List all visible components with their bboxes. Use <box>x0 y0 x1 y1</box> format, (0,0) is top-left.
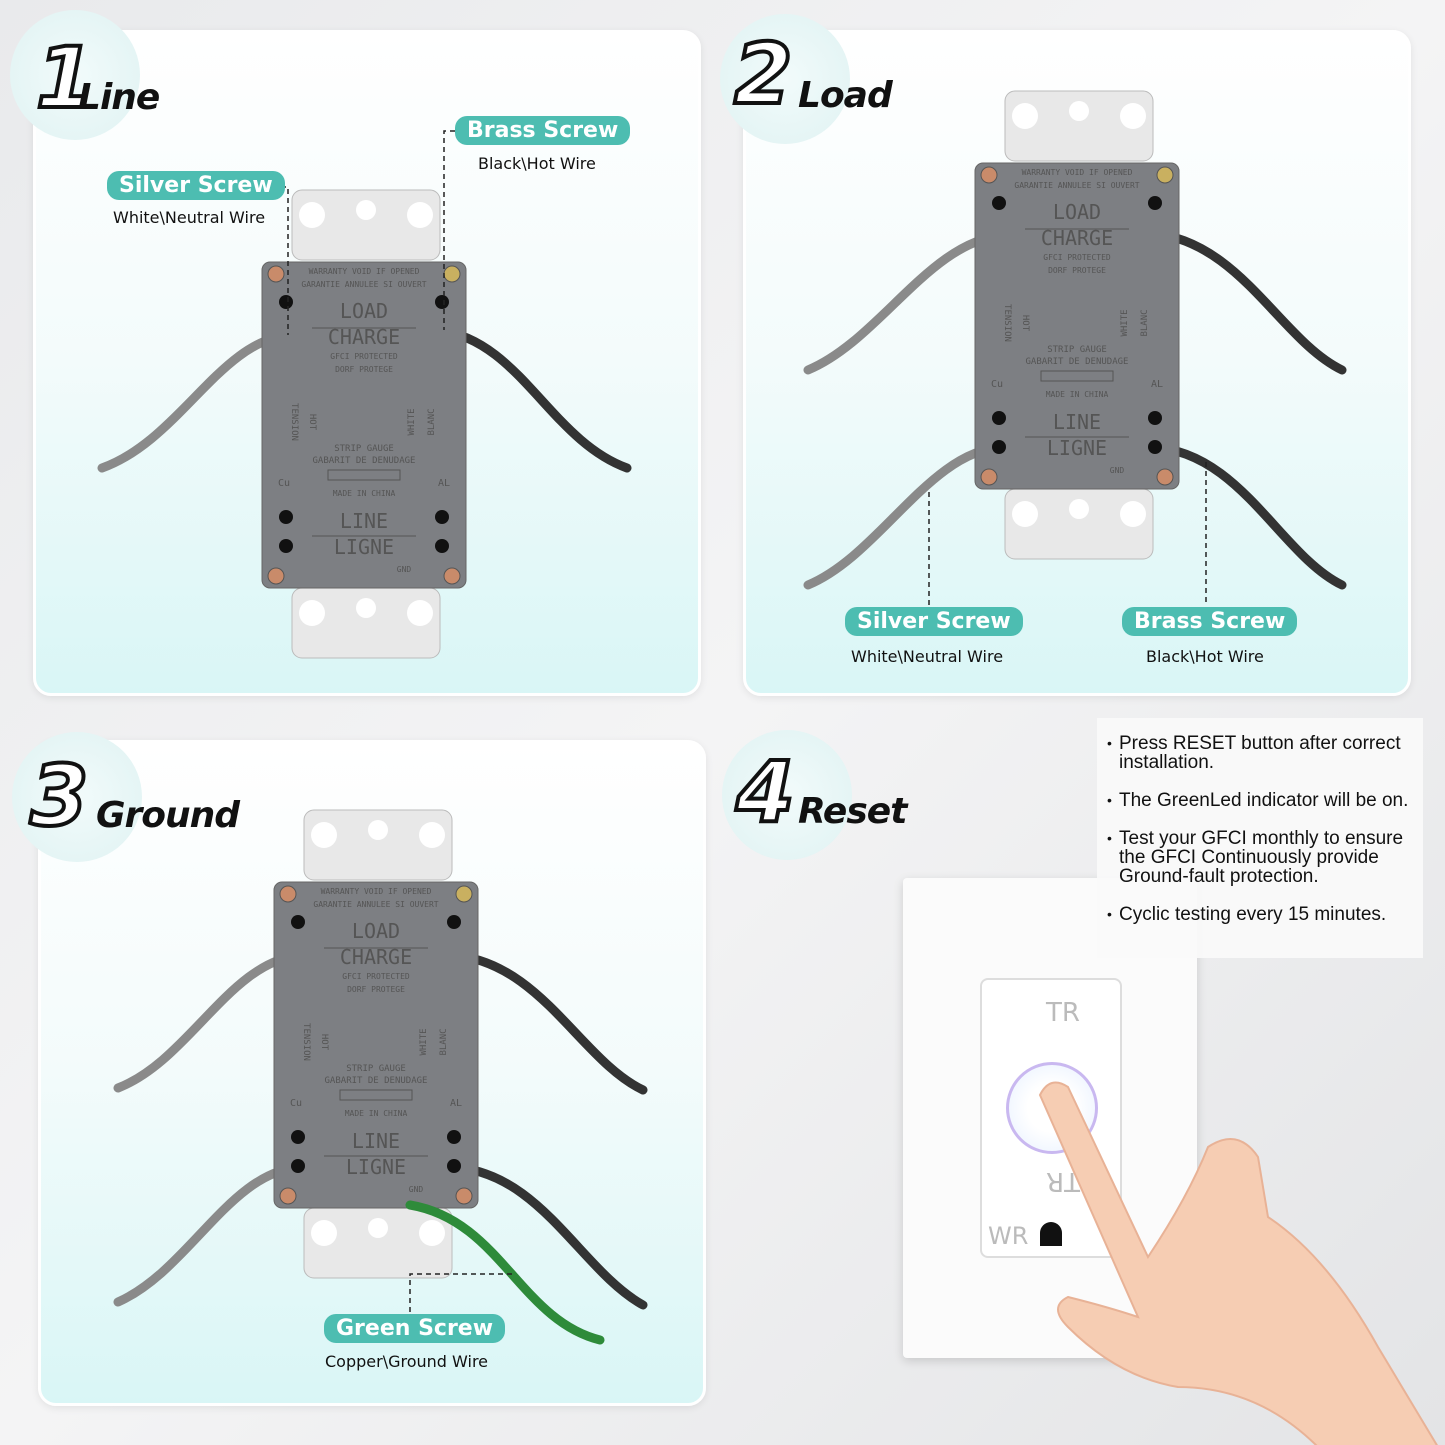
reset-instructions: Press RESET button after correct install… <box>1097 718 1423 958</box>
outlet-text-warranty_fr: GARANTIE ANNULEE SI OUVERT <box>313 900 438 909</box>
outlet-text-gnd: GND <box>1110 466 1125 475</box>
step-4-title: Reset <box>798 791 907 832</box>
outlet-text-gfci_fr: DORF PROTEGE <box>335 365 393 374</box>
outlet-text-load_fr: CHARGE <box>340 945 412 969</box>
outlet-text-white: WHITE <box>407 408 417 435</box>
step-1-number: 1 <box>34 29 96 127</box>
outlet-text-strip_en: STRIP GAUGE <box>346 1064 406 1074</box>
outlet-text-load_en: LOAD <box>352 919 400 943</box>
ground-wire-label: Copper\Ground Wire <box>325 1352 489 1371</box>
silver-screw-label: Silver Screw <box>107 171 285 200</box>
outlet-text-blanc: BLANC <box>1140 309 1150 336</box>
step-1-badge <box>10 10 140 140</box>
outlet-text-line_en: LINE <box>352 1129 400 1153</box>
outlet-text-hot: HOT <box>1020 315 1030 332</box>
silver-screw-label: Silver Screw <box>845 607 1023 636</box>
hot-wire-label: Black\Hot Wire <box>478 154 596 173</box>
outlet-text-gnd: GND <box>397 565 412 574</box>
outlet-text-warranty_en: WARRANTY VOID IF OPENED <box>1022 168 1133 177</box>
outlet-text-gfci_fr: DORF PROTEGE <box>1048 266 1106 275</box>
hot-wire <box>1145 442 1347 590</box>
hot-wire <box>1145 228 1347 375</box>
outlet-text-load_fr: CHARGE <box>328 325 400 349</box>
outlet-text-hot: HOT <box>307 414 317 431</box>
step-3-badge <box>12 732 142 862</box>
outlet-text-gnd: GND <box>409 1185 424 1194</box>
outlet-text-cu: Cu <box>290 1098 302 1109</box>
step-2-number: 2 <box>732 25 794 123</box>
step-4-badge <box>722 730 852 860</box>
outlet-text-blanc: BLANC <box>439 1028 449 1055</box>
step-3-number: 3 <box>28 747 90 845</box>
outlet-text-tension: TENSION <box>301 1023 311 1061</box>
outlet-text-al: AL <box>438 478 450 489</box>
outlet-back-step-2: WARRANTY VOID IF OPENED GARANTIE ANNULEE … <box>974 90 1180 560</box>
note-item: Press RESET button after correct install… <box>1107 734 1415 772</box>
tr-mark-top: TR <box>1046 998 1080 1028</box>
outlet-text-load_en: LOAD <box>340 299 388 323</box>
outlet-text-gfci_en: GFCI PROTECTED <box>1043 253 1111 262</box>
outlet-text-strip_fr: GABARIT DE DENUDAGE <box>1026 357 1129 367</box>
outlet-text-line_fr: LIGNE <box>346 1155 406 1179</box>
outlet-text-made: MADE IN CHINA <box>345 1109 408 1118</box>
outlet-text-strip_en: STRIP GAUGE <box>1047 345 1107 355</box>
outlet-text-blanc: BLANC <box>427 408 437 435</box>
outlet-text-warranty_en: WARRANTY VOID IF OPENED <box>309 267 420 276</box>
outlet-text-cu: Cu <box>278 478 290 489</box>
outlet-text-al: AL <box>1151 379 1163 390</box>
outlet-text-made: MADE IN CHINA <box>1046 390 1109 399</box>
outlet-text-warranty_fr: GARANTIE ANNULEE SI OUVERT <box>301 280 426 289</box>
outlet-text-gfci_fr: DORF PROTEGE <box>347 985 405 994</box>
hot-wire <box>433 325 632 473</box>
outlet-text-strip_fr: GABARIT DE DENUDAGE <box>325 1076 428 1086</box>
outlet-text-line_en: LINE <box>1053 410 1101 434</box>
outlet-text-strip_en: STRIP GAUGE <box>334 444 394 454</box>
wr-mark: WR <box>988 1222 1029 1250</box>
outlet-back-step-1: WARRANTY VOID IF OPENED GARANTIE ANNULEE … <box>261 189 467 659</box>
step-1-title: Line <box>78 77 160 118</box>
outlet-text-al: AL <box>450 1098 462 1109</box>
hot-wire <box>445 1162 648 1310</box>
outlet-text-load_en: LOAD <box>1053 200 1101 224</box>
outlet-text-white: WHITE <box>1120 309 1130 336</box>
outlet-text-tension: TENSION <box>289 403 299 441</box>
neutral-wire-label: White\Neutral Wire <box>851 647 1004 666</box>
hot-wire <box>445 950 648 1095</box>
outlet-text-line_en: LINE <box>340 509 388 533</box>
outlet-back-step-3: WARRANTY VOID IF OPENED GARANTIE ANNULEE … <box>273 809 479 1279</box>
outlet-text-hot: HOT <box>319 1034 329 1051</box>
outlet-text-tension: TENSION <box>1002 304 1012 342</box>
leader-line <box>443 130 455 330</box>
outlet-text-strip_fr: GABARIT DE DENUDAGE <box>313 456 416 466</box>
ground-slot <box>1040 1222 1062 1246</box>
outlet-text-white: WHITE <box>419 1028 429 1055</box>
outlet-text-warranty_fr: GARANTIE ANNULEE SI OUVERT <box>1014 181 1139 190</box>
outlet-text-line_fr: LIGNE <box>334 535 394 559</box>
hot-wire-label: Black\Hot Wire <box>1146 647 1264 666</box>
neutral-wire-label: White\Neutral Wire <box>113 208 266 227</box>
leader-line <box>409 1273 515 1312</box>
step-2-title: Load <box>798 75 893 116</box>
note-item: The GreenLed indicator will be on. <box>1107 791 1415 810</box>
outlet-text-gfci_en: GFCI PROTECTED <box>330 352 398 361</box>
step-3-title: Ground <box>96 795 240 836</box>
brass-screw-label: Brass Screw <box>1122 607 1298 636</box>
note-item: Cyclic testing every 15 minutes. <box>1107 905 1415 924</box>
step-2-badge <box>720 14 850 144</box>
step-4-number: 4 <box>734 743 796 841</box>
outlet-text-cu: Cu <box>991 379 1003 390</box>
brass-screw-label: Brass Screw <box>455 116 631 145</box>
outlet-text-load_fr: CHARGE <box>1041 226 1113 250</box>
note-item: Test your GFCI monthly to ensure the GFC… <box>1107 829 1415 886</box>
ground-wire <box>405 1200 605 1345</box>
green-screw-label: Green Screw <box>324 1314 506 1343</box>
outlet-text-warranty_en: WARRANTY VOID IF OPENED <box>321 887 432 896</box>
outlet-text-made: MADE IN CHINA <box>333 489 396 498</box>
outlet-text-line_fr: LIGNE <box>1047 436 1107 460</box>
outlet-text-gfci_en: GFCI PROTECTED <box>342 972 410 981</box>
